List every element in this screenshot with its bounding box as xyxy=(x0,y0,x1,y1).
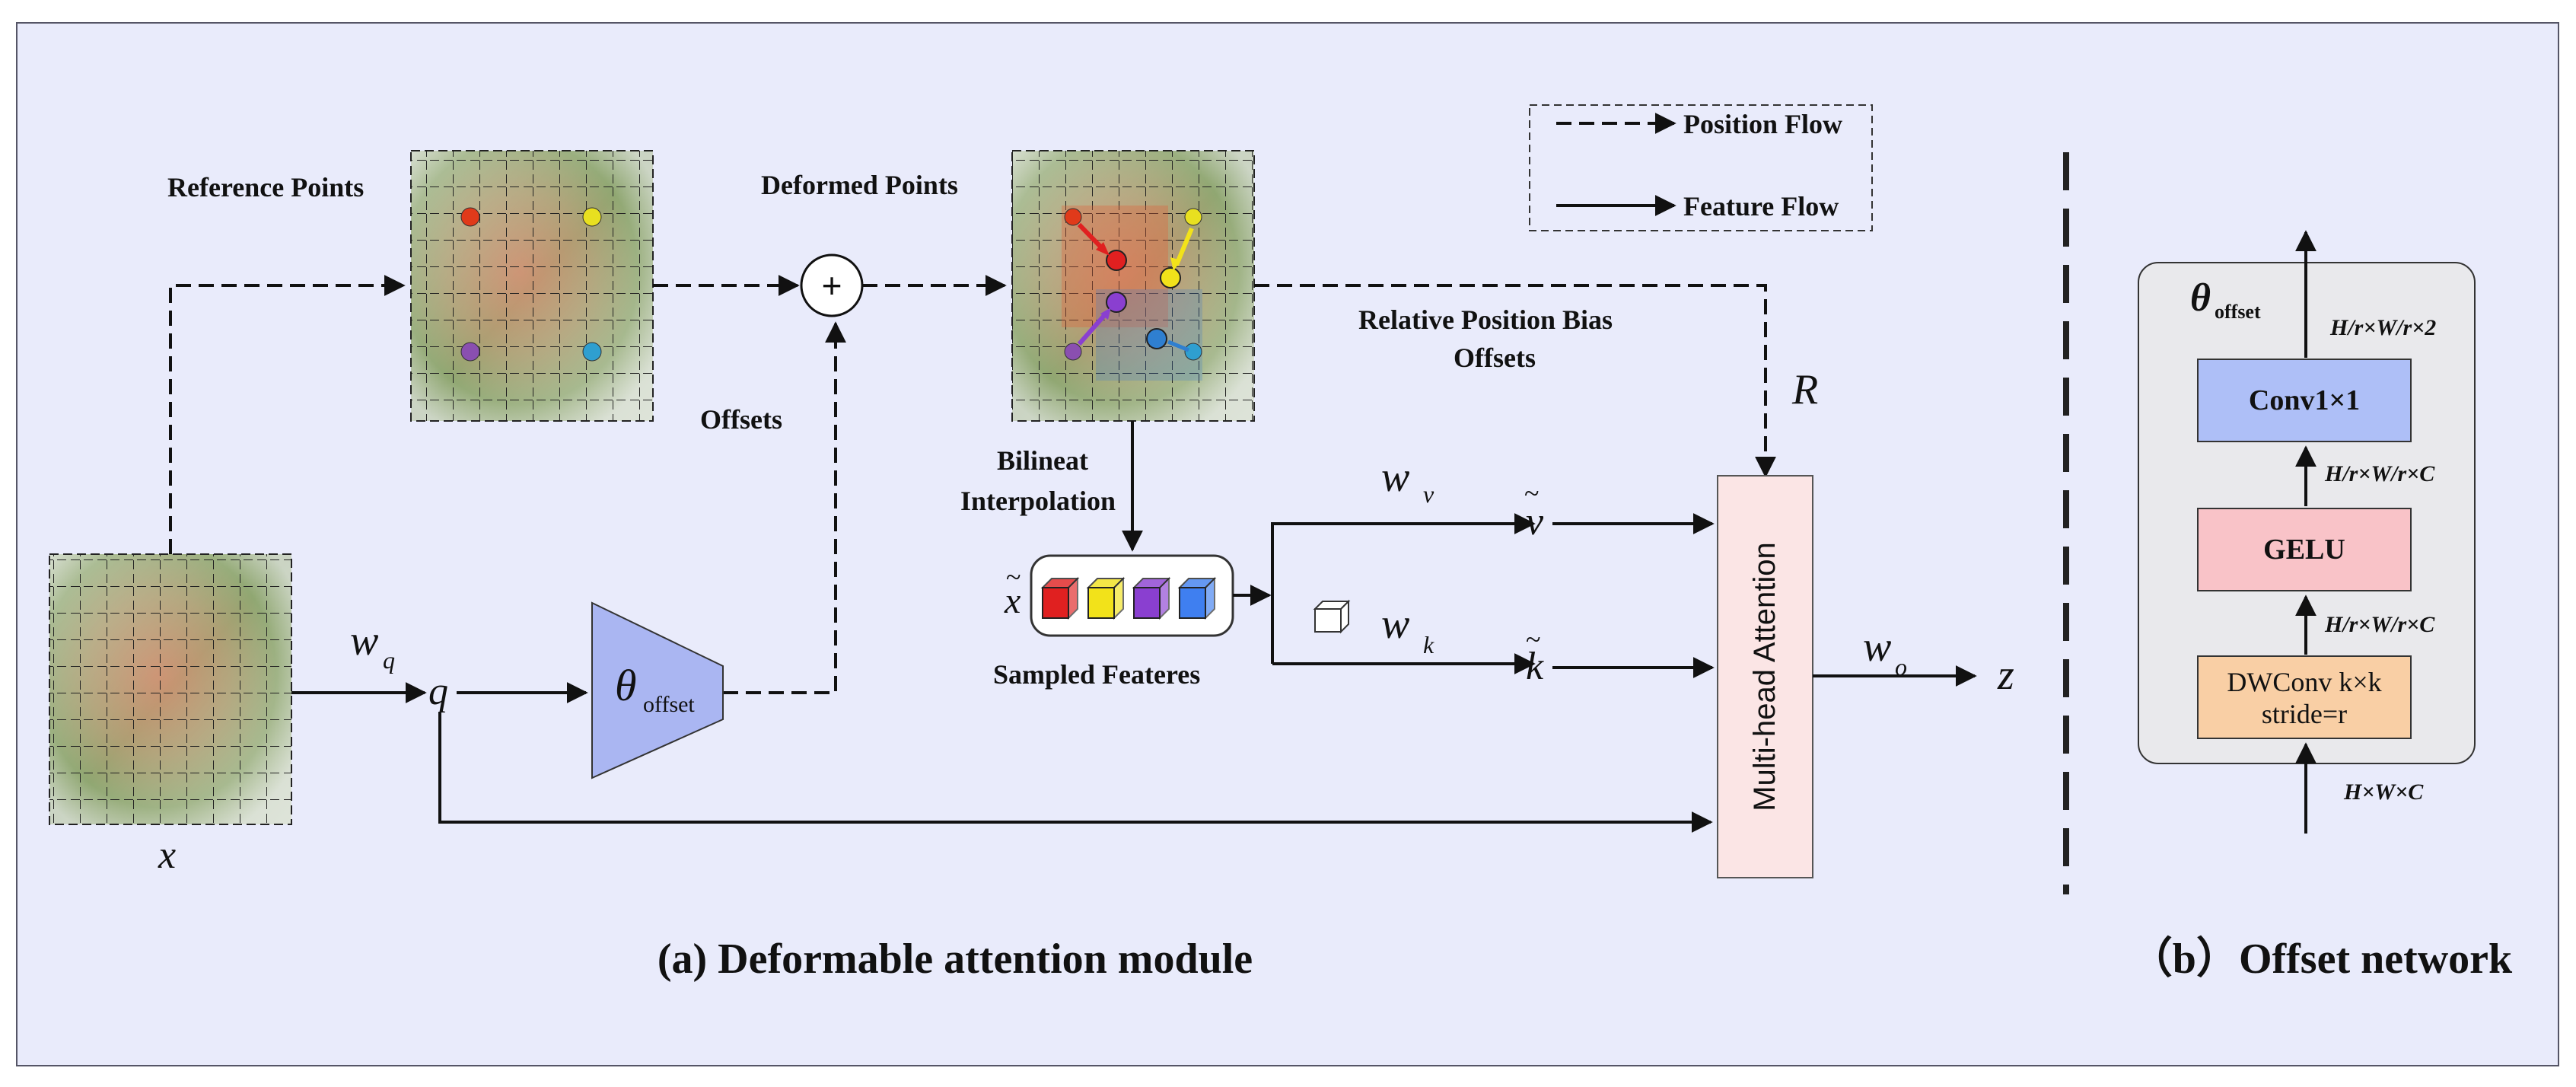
reference-point xyxy=(460,207,480,227)
feature-cube xyxy=(1040,576,1080,620)
w-k-subscript: k xyxy=(1423,631,1434,658)
reference-points-map xyxy=(410,150,654,422)
module-a-caption: (a) Deformable attention module xyxy=(658,936,1253,983)
reference-point xyxy=(582,342,602,362)
dim-mid1-label: H/r×W/r×C xyxy=(2324,461,2435,486)
gelu-label: GELU xyxy=(2263,534,2345,566)
v-tilde-mark: ~ xyxy=(1524,478,1539,508)
offset-theta-symbol: θ xyxy=(2190,276,2211,320)
deformed-point xyxy=(1106,292,1127,313)
theta-subscript: offset xyxy=(643,692,695,717)
dim-top-label: H/r×W/r×2 xyxy=(2329,315,2436,340)
multi-head-attention-label: Multi-head Attention xyxy=(1748,542,1782,811)
relative-position-offsets-label: Offsets xyxy=(1454,343,1536,373)
feature-cube xyxy=(1177,576,1217,620)
offsets-label: Offsets xyxy=(700,404,782,435)
w-k-label: w xyxy=(1381,601,1409,648)
R-label: R xyxy=(1791,366,1818,413)
feature-cube xyxy=(1086,576,1126,620)
x-tilde-mark: ~ xyxy=(1006,562,1021,592)
relative-position-bias-label: Relative Position Bias xyxy=(1358,304,1613,335)
w-v-subscript: v xyxy=(1423,480,1434,508)
module-b-caption: （b）Offset network xyxy=(2130,935,2513,983)
bilinear-label: Bilineat xyxy=(997,445,1088,476)
reference-point xyxy=(460,342,480,362)
deformed-point xyxy=(1106,250,1127,271)
key-cube-icon xyxy=(1313,599,1351,634)
feature-cube xyxy=(1132,576,1171,620)
dim-bottom-label: H×W×C xyxy=(2343,779,2424,805)
deformed-point xyxy=(1160,267,1181,288)
reference-point xyxy=(582,207,602,227)
plus-symbol: + xyxy=(822,266,842,305)
sampled-feature-cubes xyxy=(1040,576,1217,620)
deformed-point xyxy=(1146,328,1167,349)
dwconv-label: DWConv k×k xyxy=(2227,667,2381,697)
w-v-label: w xyxy=(1381,454,1409,501)
conv1x1-block: Conv1×1 xyxy=(2197,359,2412,442)
x-tilde-label: x xyxy=(1004,581,1021,621)
deformed-points-label: Deformed Points xyxy=(761,170,958,200)
k-tilde-label: k xyxy=(1526,645,1544,688)
gelu-block: GELU xyxy=(2197,508,2412,591)
dwconv-stride-label: stride=r xyxy=(2262,699,2347,729)
w-q-label: w xyxy=(350,617,378,665)
dwconv-block: DWConv k×k stride=r xyxy=(2197,655,2412,739)
conv1x1-label: Conv1×1 xyxy=(2249,384,2360,416)
theta-offset-network xyxy=(591,601,724,779)
legend-position-flow: Position Flow xyxy=(1683,109,1842,139)
theta-symbol: θ xyxy=(615,661,637,710)
q-label: q xyxy=(428,670,448,713)
deformed-points-map xyxy=(1011,150,1255,422)
v-tilde-label: v xyxy=(1526,500,1544,544)
reference-points-label: Reference Points xyxy=(167,172,364,202)
input-feature-map xyxy=(49,553,292,825)
w-o-label: w xyxy=(1863,623,1891,671)
interpolation-label: Interpolation xyxy=(960,486,1116,516)
w-o-subscript: o xyxy=(1895,653,1907,681)
sampled-features-label: Sampled Feateres xyxy=(993,659,1200,690)
multi-head-attention-box: Multi-head Attention xyxy=(1717,475,1813,878)
k-tilde-mark: ~ xyxy=(1526,624,1540,655)
dim-mid2-label: H/r×W/r×C xyxy=(2324,612,2435,637)
w-q-subscript: q xyxy=(383,646,395,674)
legend: Position Flow Feature Flow xyxy=(1529,104,1873,231)
offset-theta-subscript: offset xyxy=(2215,301,2261,323)
output-z-label: z xyxy=(1997,652,2014,699)
legend-feature-flow: Feature Flow xyxy=(1683,191,1839,222)
input-x-label: x xyxy=(158,834,176,877)
